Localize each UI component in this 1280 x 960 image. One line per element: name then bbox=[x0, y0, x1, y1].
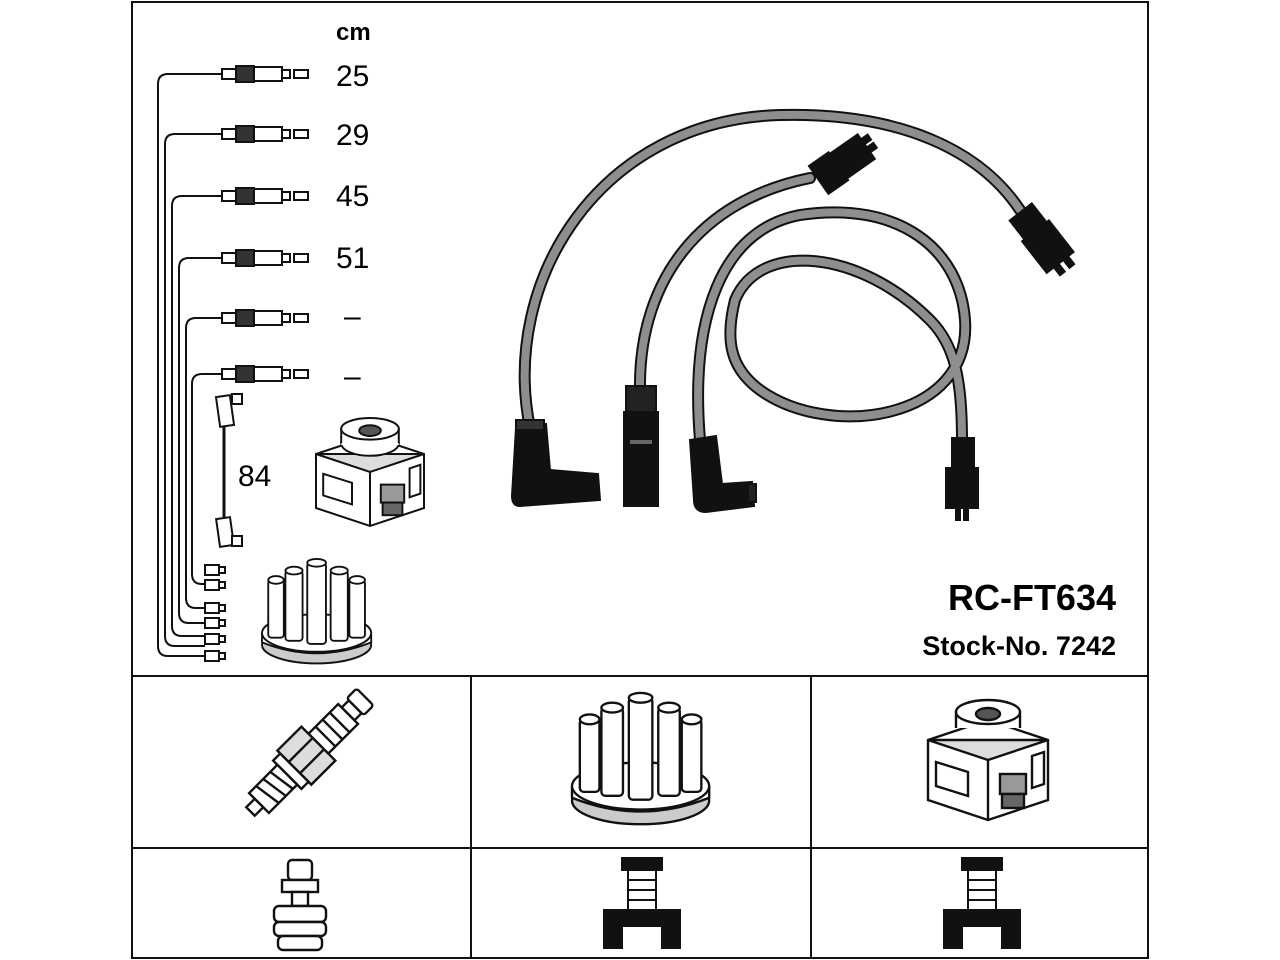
length-label-3: 45 bbox=[336, 180, 369, 213]
wire-terminals bbox=[221, 65, 309, 383]
ignition-cables bbox=[518, 108, 1026, 446]
terminal-row-3 bbox=[221, 187, 309, 205]
coil-terminal-icon bbox=[943, 857, 1021, 949]
distributor-terminals bbox=[204, 564, 226, 662]
length-label-2: 29 bbox=[336, 119, 369, 152]
wire-1 bbox=[157, 73, 222, 657]
coil-lead-length-label: 84 bbox=[238, 460, 271, 493]
wire-3 bbox=[171, 195, 222, 637]
wire-6 bbox=[191, 373, 222, 585]
diagram-frame bbox=[131, 1, 1149, 959]
wire-5 bbox=[185, 317, 222, 609]
spark-plug-icon bbox=[244, 688, 374, 818]
wire-4 bbox=[178, 257, 222, 624]
terminal-row-1 bbox=[221, 65, 309, 83]
terminal-row-6 bbox=[221, 365, 309, 383]
distributor-connector-2 bbox=[1008, 201, 1076, 277]
cable-connectors bbox=[510, 132, 1076, 521]
spark-plug-boot-3 bbox=[688, 434, 757, 514]
ignition-coil-large-icon bbox=[926, 698, 1050, 822]
distributor-terminal-icon bbox=[603, 857, 681, 949]
spark-plug-boot-1 bbox=[510, 419, 602, 508]
coil-connector-bottom bbox=[945, 437, 979, 521]
terminal-row-2 bbox=[221, 125, 309, 143]
spark-plug-boot-2 bbox=[623, 385, 659, 507]
distributor-connector-1 bbox=[807, 132, 879, 196]
terminal-row-5 bbox=[221, 309, 309, 327]
ignition-coil-icon bbox=[315, 417, 425, 528]
unit-label: cm bbox=[336, 19, 371, 46]
wire-length-list bbox=[157, 73, 222, 657]
spark-plug-terminal-icon bbox=[272, 858, 328, 952]
stock-number: Stock-No. 7242 bbox=[922, 631, 1116, 661]
terminal-row-4 bbox=[221, 249, 309, 267]
coil-lead bbox=[214, 393, 243, 548]
length-label-5: – bbox=[344, 300, 361, 333]
distributor-cap-large-icon bbox=[570, 691, 711, 826]
wire-2 bbox=[164, 133, 222, 647]
length-label-4: 51 bbox=[336, 242, 369, 275]
length-label-1: 25 bbox=[336, 60, 369, 93]
distributor-cap-icon bbox=[261, 557, 373, 665]
length-label-6: – bbox=[344, 360, 361, 393]
part-code: RC-FT634 bbox=[948, 577, 1116, 618]
